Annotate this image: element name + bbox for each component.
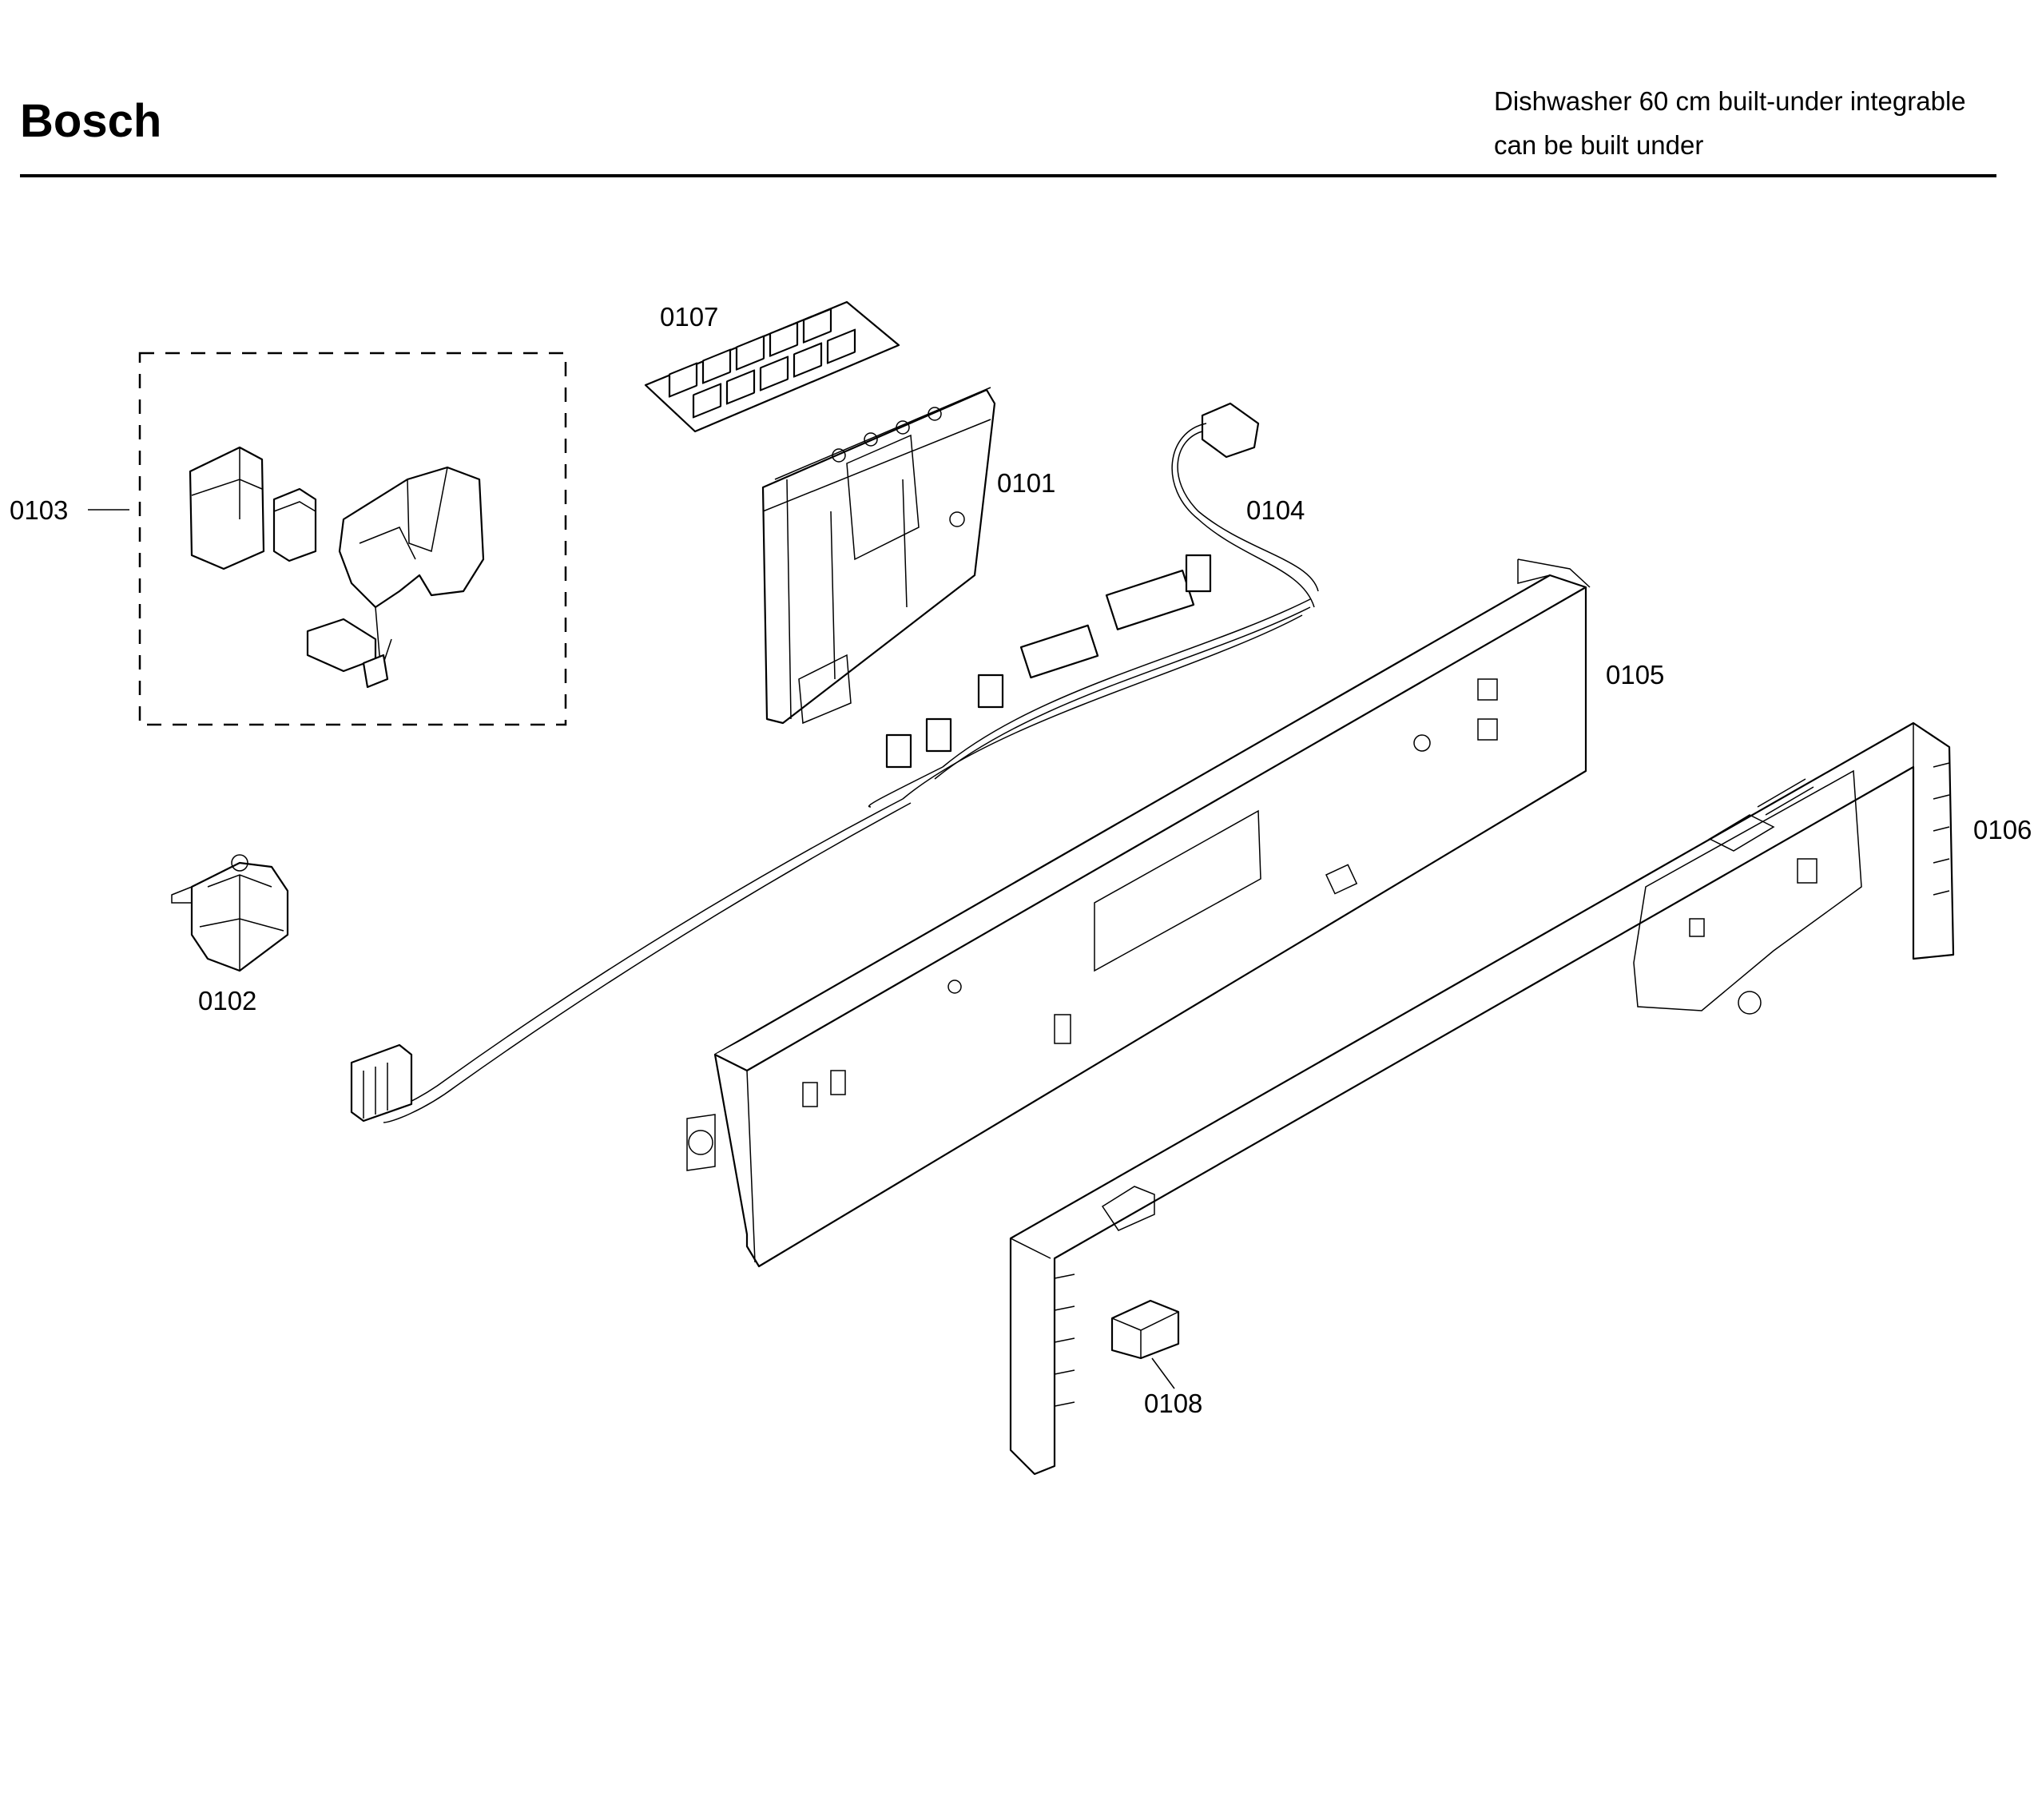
part-label-0102: 0102 xyxy=(198,986,256,1015)
part-label-0106: 0106 xyxy=(1973,815,2032,844)
part-label-0105: 0105 xyxy=(1606,660,1664,689)
part-label-0107: 0107 xyxy=(660,302,718,332)
part-0104-wiring-harness[interactable] xyxy=(350,402,1319,1123)
appliance-description-line1: Dishwasher 60 cm built-under integrable xyxy=(1494,86,1966,116)
part-label-0108: 0108 xyxy=(1144,1389,1202,1418)
part-0101-control-module[interactable] xyxy=(761,387,996,725)
part-label-0101: 0101 xyxy=(997,468,1055,498)
part-label-0104: 0104 xyxy=(1246,495,1305,525)
part-0107-keypad[interactable] xyxy=(644,300,900,433)
part-0106-front-trim[interactable] xyxy=(1009,721,1955,1476)
part-0108-block[interactable] xyxy=(1110,1299,1180,1389)
part-0102-component[interactable] xyxy=(171,854,289,972)
part-label-0103: 0103 xyxy=(10,495,68,525)
part-0105-panel-frame[interactable] xyxy=(686,558,1591,1268)
appliance-description-line2: can be built under xyxy=(1494,130,1704,160)
brand-title: Bosch xyxy=(20,95,162,147)
part-0103-assembly[interactable] xyxy=(88,352,567,726)
header-divider xyxy=(20,174,1996,177)
